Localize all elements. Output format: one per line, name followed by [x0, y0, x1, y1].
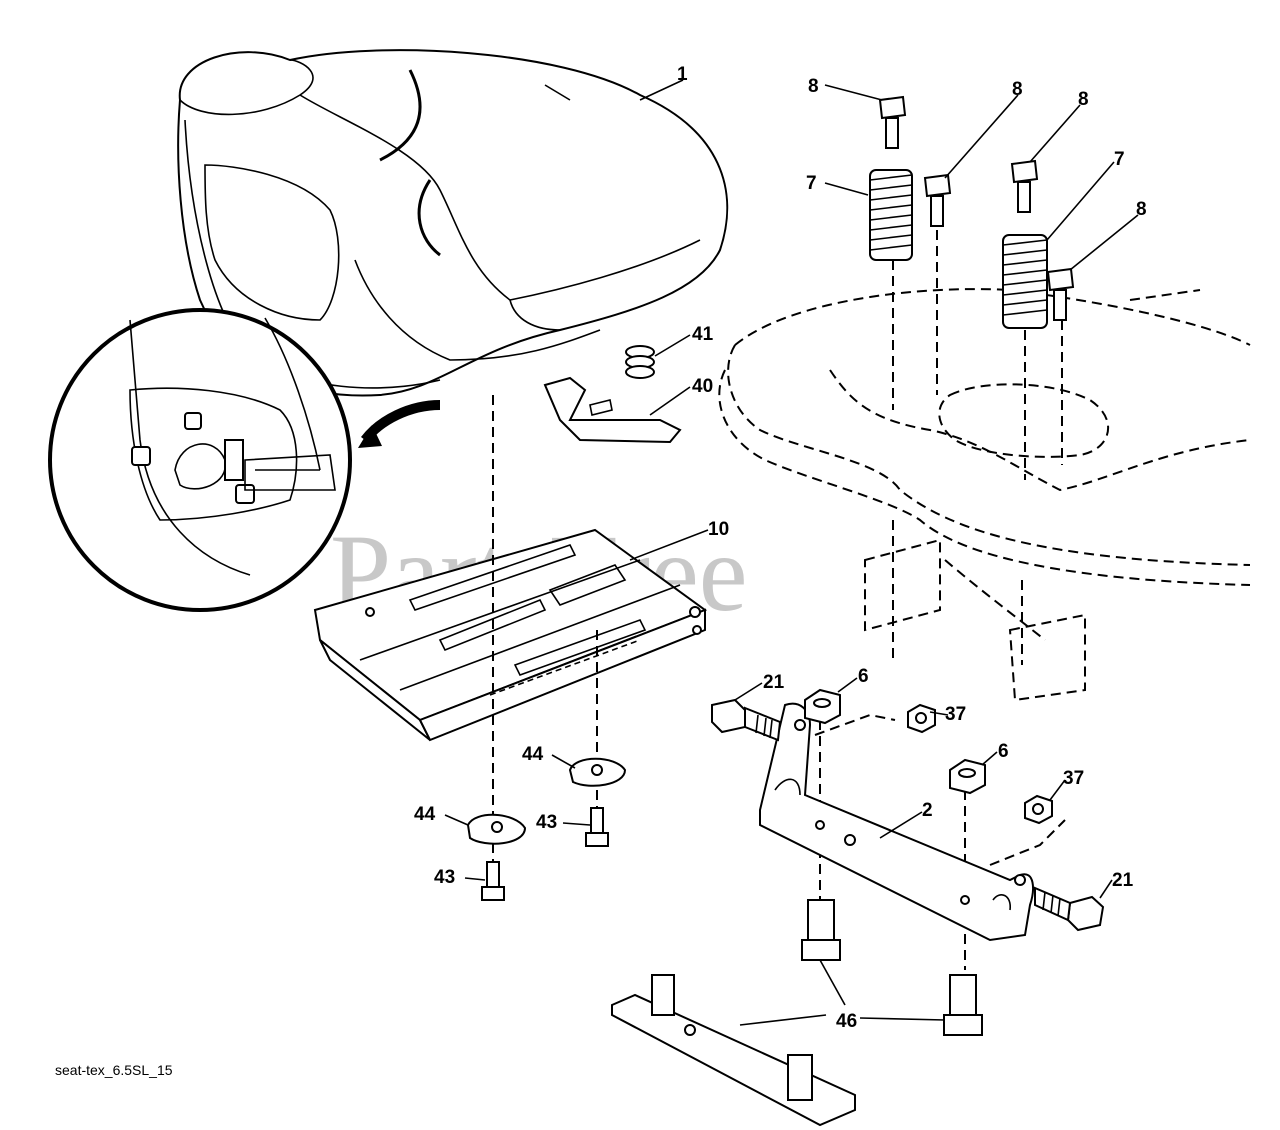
washer-44-b: [568, 757, 627, 787]
callout-8-c: 8: [1078, 89, 1089, 110]
callout-8-a: 8: [808, 76, 819, 97]
nut-6-b: [949, 758, 986, 795]
spring-7-b: [1002, 234, 1048, 329]
callout-8-d: 8: [1136, 199, 1147, 220]
inset-detail-circle: [48, 308, 441, 612]
callout-7-b: 7: [1114, 149, 1125, 170]
spring-small: [625, 345, 655, 379]
bolt-8-c: [1010, 159, 1039, 213]
nut-37-a: [907, 703, 936, 734]
switch-bracket: [543, 376, 682, 444]
stud-46-b: [943, 974, 983, 1036]
callout-21-a: 21: [763, 672, 785, 693]
nut-6-a: [804, 688, 841, 725]
callout-46: 46: [836, 1011, 857, 1032]
bolt-8-d: [1046, 267, 1075, 321]
seat-pan: [313, 528, 708, 742]
callout-44-b: 44: [522, 744, 544, 765]
bolt-21-b: [1034, 886, 1105, 932]
callout-40: 40: [692, 376, 713, 397]
diagram-caption: seat-tex_6.5SL_15: [55, 1062, 173, 1078]
callout-10: 10: [708, 519, 729, 540]
callout-37-b: 37: [1063, 768, 1084, 789]
callout-6-b: 6: [998, 741, 1009, 762]
callout-8-b: 8: [1012, 79, 1023, 100]
stud-46-a: [801, 899, 841, 961]
callout-1: 1: [677, 64, 688, 85]
callout-6-a: 6: [858, 666, 869, 687]
bolt-21-a: [711, 698, 782, 742]
washer-44-a: [466, 813, 527, 845]
callout-21-b: 21: [1112, 870, 1134, 891]
callout-43-a: 43: [434, 867, 455, 888]
callout-37-a: 37: [945, 704, 966, 725]
callout-7-a: 7: [806, 173, 817, 194]
bolt-8-b: [923, 173, 952, 227]
callout-43-b: 43: [536, 812, 557, 833]
bolt-8-a: [878, 95, 907, 149]
callout-41: 41: [692, 324, 714, 345]
mounting-bracket: [759, 702, 1034, 942]
callout-2: 2: [922, 800, 933, 821]
stud-plate: [611, 974, 856, 1127]
spring-7-a: [869, 169, 913, 261]
chassis-outline: [718, 288, 1251, 702]
leader-lines: [444, 79, 1139, 1026]
screw-43-b: [585, 807, 609, 847]
screw-43-a: [481, 861, 505, 901]
nut-37-b: [1024, 794, 1053, 825]
callout-44-a: 44: [414, 804, 436, 825]
